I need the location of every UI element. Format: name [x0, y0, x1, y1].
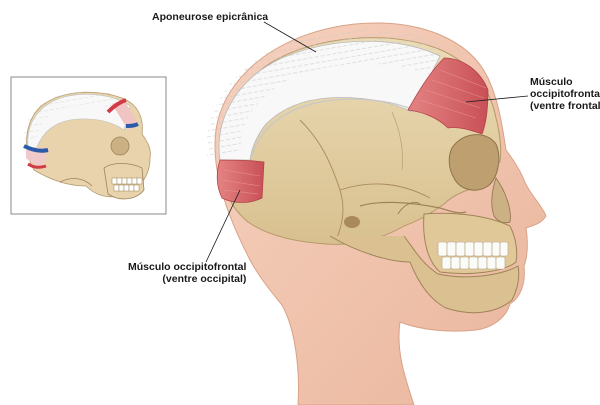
frontal-muscle-label: Músculo occipitofrontal (ventre frontal) [530, 76, 600, 112]
occipital-muscle [217, 160, 264, 203]
inset-panel [11, 77, 166, 214]
aponeurosis-label: Aponeurose epicrânica [152, 11, 268, 23]
teeth [438, 242, 508, 269]
occipital-muscle-label: Músculo occipitofrontal (ventre occipita… [128, 261, 246, 285]
